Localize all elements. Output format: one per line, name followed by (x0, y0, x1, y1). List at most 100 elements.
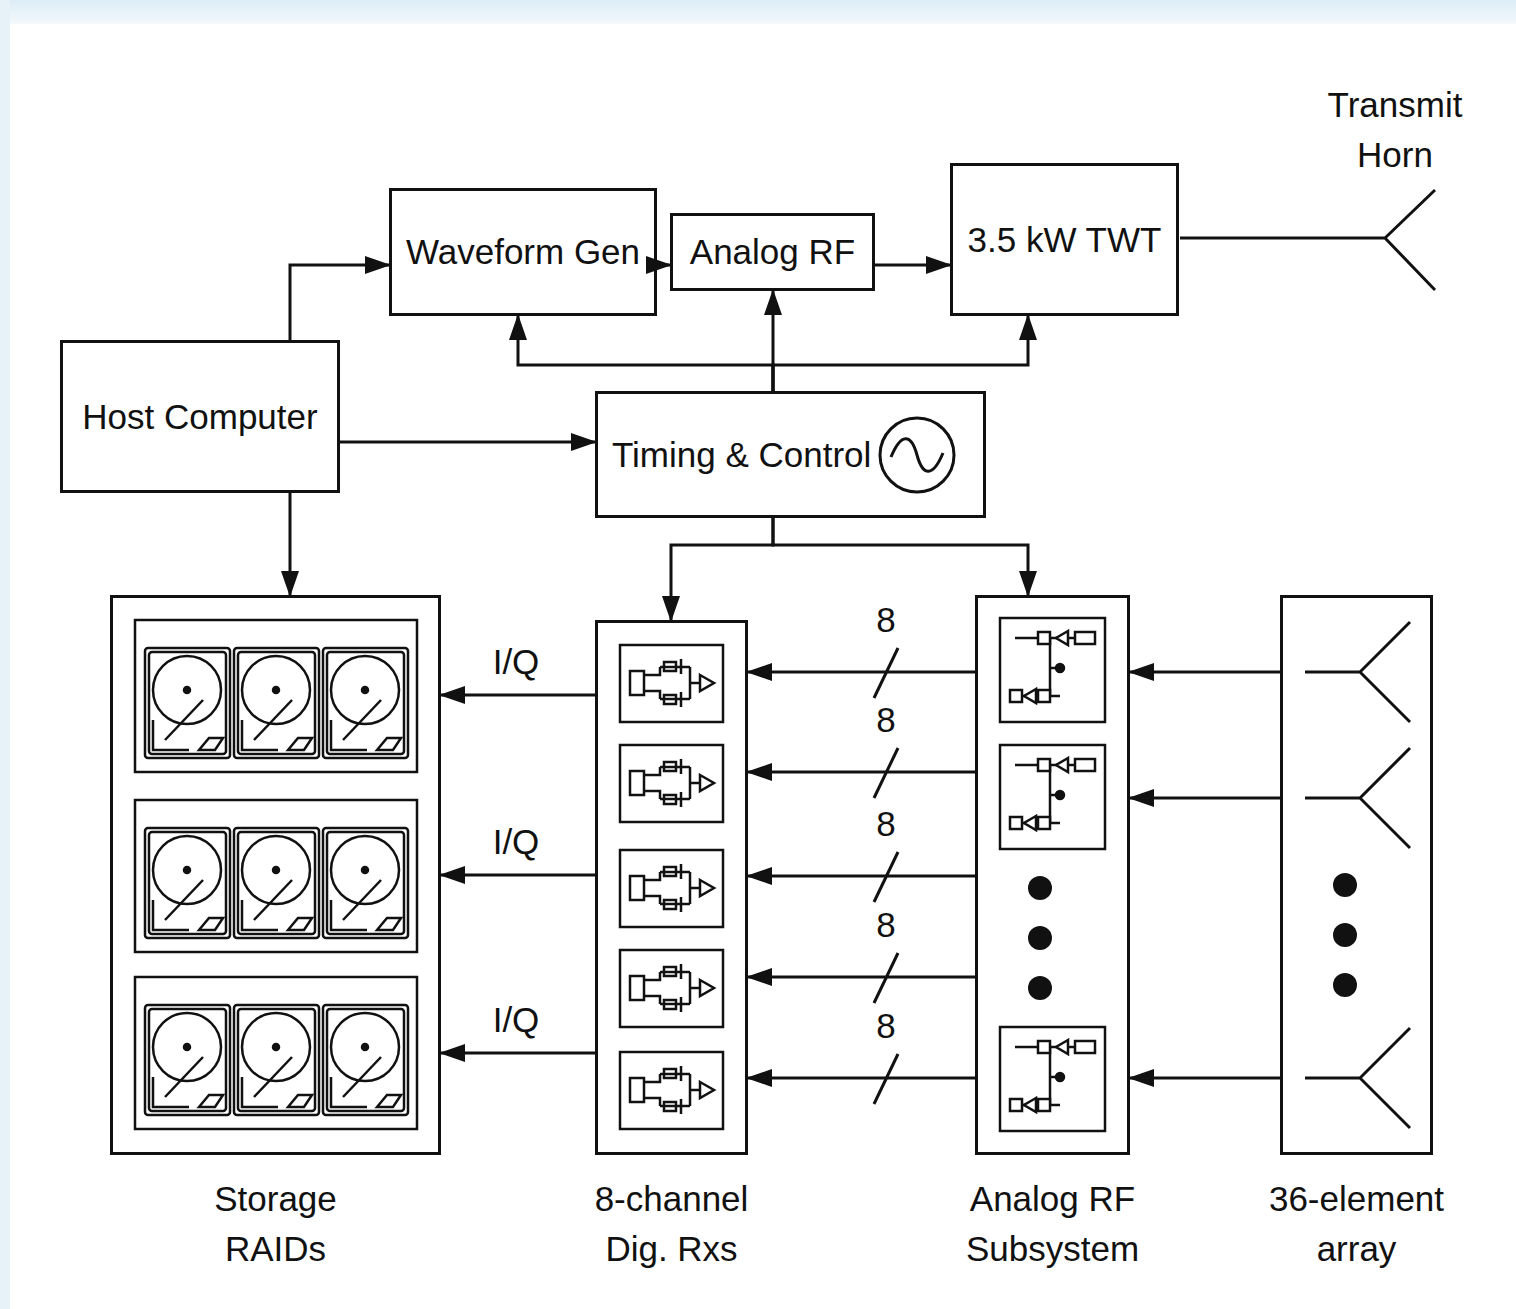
disk-spindle (184, 687, 190, 693)
connector-arrow (671, 518, 773, 620)
decoration-group (135, 618, 1410, 1131)
disk-outline (323, 1005, 408, 1115)
oscillator-wave (891, 438, 943, 471)
oscillator-circle (880, 418, 954, 492)
disk-platter (242, 656, 310, 724)
filter-block (664, 867, 676, 876)
disk-platter (331, 656, 399, 724)
disk-arm (343, 880, 381, 920)
disk-spindle (362, 687, 368, 693)
receiver-card (620, 1052, 723, 1129)
connector-arrow (441, 874, 595, 877)
rf-amp (1024, 816, 1036, 830)
connector-arrow (773, 316, 1028, 391)
ellipsis-dot (1333, 973, 1357, 997)
disk-inner (327, 1009, 404, 1111)
disk-base (331, 720, 367, 750)
filter-block (664, 1000, 676, 1009)
disk-base (242, 1077, 278, 1107)
connector-arrow (1130, 671, 1280, 674)
disk-platter (331, 1013, 399, 1081)
disk-outline (234, 828, 319, 938)
connector-arrow (290, 265, 389, 340)
disk-tab (199, 918, 223, 930)
ellipsis-dot (1333, 873, 1357, 897)
box-label: Host Computer (68, 386, 331, 448)
connector-arrow (748, 671, 975, 674)
disk-inner (238, 1009, 315, 1111)
disk-outline (145, 648, 230, 758)
background-strip (0, 0, 10, 1309)
rf-junction (1056, 664, 1064, 672)
connector-arrow (748, 771, 975, 774)
rf-chain (1015, 638, 1095, 696)
signal-label: I/Q (489, 822, 544, 862)
rf-block (1038, 759, 1050, 771)
connector-arrow (748, 875, 975, 878)
rf-amp (1056, 758, 1068, 772)
storage-raid-box: Storage RAIDs (110, 595, 441, 1155)
rf-card (1000, 745, 1105, 849)
amp-triangle (700, 675, 714, 691)
rf-chain (1015, 765, 1095, 823)
disk-inner (327, 652, 404, 754)
horn-element (1305, 748, 1410, 848)
disk-platter (242, 1013, 310, 1081)
rf-block (1038, 817, 1050, 829)
connector-arrow (441, 1052, 595, 1055)
disk-base (242, 900, 278, 930)
amp-triangle (700, 775, 714, 791)
waveform-gen-box: Waveform Gen (389, 188, 657, 316)
disk-platter (331, 836, 399, 904)
connector-arrow (657, 264, 670, 267)
rf-junction (1056, 1073, 1064, 1081)
disk-inner (238, 832, 315, 934)
disk-platter (153, 1013, 221, 1081)
rf-block (1038, 690, 1050, 702)
box-label: 3.5 kW TWT (954, 209, 1176, 271)
disk-arm (254, 880, 292, 920)
disk-arm (165, 700, 203, 740)
box-label: 36-element array (1247, 1174, 1467, 1274)
connector-arrow (748, 1077, 975, 1080)
host-computer-box: Host Computer (60, 340, 340, 493)
disk-arm (254, 1057, 292, 1097)
rf-block (1038, 1099, 1050, 1111)
adc-block (630, 771, 644, 795)
rf-card (1000, 618, 1105, 722)
connector-arrow (748, 976, 975, 979)
filter-block (664, 762, 676, 771)
amp-triangle (700, 1082, 714, 1098)
receiver-card (620, 950, 723, 1027)
disk-inner (149, 832, 226, 934)
amp-triangle (700, 880, 714, 896)
rf-amp (1024, 689, 1036, 703)
rf-amp (1024, 1098, 1036, 1112)
disk-outline (234, 648, 319, 758)
background-band (0, 0, 1516, 24)
oscillator-symbol (875, 413, 959, 497)
raid-shelf (135, 800, 417, 952)
receiver-card (620, 645, 723, 722)
adc-block (630, 1078, 644, 1102)
rf-block (1075, 632, 1095, 644)
box-label: Waveform Gen (392, 221, 654, 283)
signal-label: I/Q (489, 642, 544, 682)
disk-outline (323, 648, 408, 758)
connector-arrow (289, 493, 292, 595)
signal-label: I/Q (489, 1000, 544, 1040)
signal-label: 8 (872, 700, 899, 740)
disk-outline (323, 828, 408, 938)
mixer-lines (644, 759, 700, 807)
disk-base (242, 720, 278, 750)
rf-block (1038, 1041, 1050, 1053)
signal-label: 8 (872, 1006, 899, 1046)
disk-outline (145, 1005, 230, 1115)
disk-spindle (362, 867, 368, 873)
disk-tab (199, 1095, 223, 1107)
disk-tab (288, 1095, 312, 1107)
disk-arm (165, 1057, 203, 1097)
rf-subsystem-box: Analog RF Subsystem (975, 595, 1130, 1155)
disk-arm (254, 700, 292, 740)
